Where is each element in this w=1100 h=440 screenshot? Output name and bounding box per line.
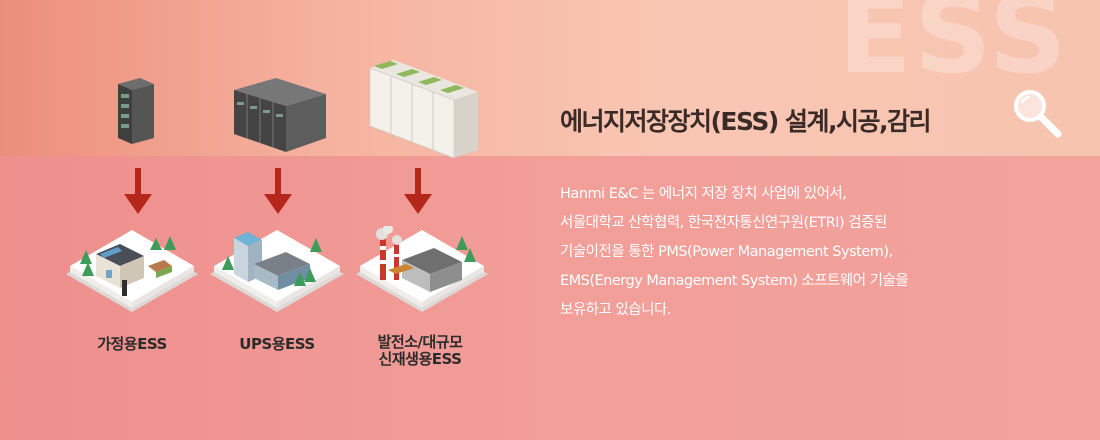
caption-power-plant-ess: 발전소/대규모 신재생용ESS xyxy=(340,334,500,368)
description-line: 서울대학교 산학협력, 한국전자통신연구원(ETRI) 검증된 xyxy=(560,215,887,231)
bottom-band xyxy=(0,156,1100,440)
description-line: 보유하고 있습니다. xyxy=(560,302,671,318)
page-title: 에너지저장장치(ESS) 설계,시공,감리 xyxy=(560,107,932,136)
down-arrow-icon xyxy=(404,168,432,214)
description-line: Hanmi E&C 는 에너지 저장 장치 사업에 있어서, xyxy=(560,186,847,202)
down-arrow-icon xyxy=(264,168,292,214)
home-house-icon xyxy=(66,230,198,312)
caption-home-ess: 가정용ESS xyxy=(97,335,167,353)
magnifier-icon xyxy=(1014,90,1062,138)
ess-watermark: ESS xyxy=(838,0,1069,98)
caption-ups-ess: UPS용ESS xyxy=(239,335,315,353)
description-line: EMS(Energy Management System) 소프트웨어 기술을 xyxy=(560,273,909,289)
single-battery-rack-icon xyxy=(118,78,154,144)
multi-battery-rack-icon xyxy=(234,78,326,152)
description: Hanmi E&C 는 에너지 저장 장치 사업에 있어서, 서울대학교 산학협… xyxy=(560,180,1080,325)
caption-power-plant-line2: 신재생용ESS xyxy=(378,350,462,368)
top-band xyxy=(0,0,1100,156)
power-plant-icon xyxy=(356,226,488,312)
ups-building-icon xyxy=(210,230,344,312)
down-arrow-icon xyxy=(124,168,152,214)
caption-power-plant-line1: 발전소/대규모 xyxy=(377,333,463,351)
description-line: 기술이전을 통한 PMS(Power Management System), xyxy=(560,244,893,260)
large-battery-cabinet-icon xyxy=(369,60,478,159)
